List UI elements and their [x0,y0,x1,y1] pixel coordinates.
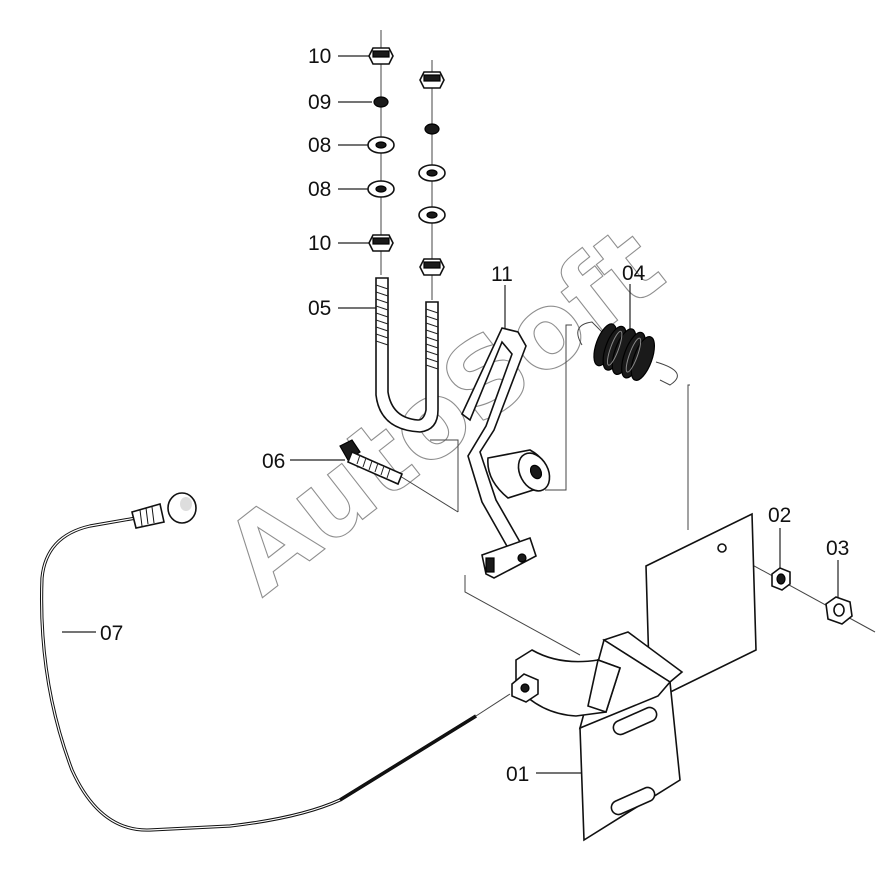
cable-knob-stem [131,502,165,529]
lock-washer-09-left [373,96,389,108]
left-hardware-stack [367,47,395,252]
lock-washer-09-right [424,123,440,135]
mounting-bracket-01 [511,512,757,842]
lever-arm-11 [461,327,551,579]
callout-10-bottom: 10 [308,232,331,255]
callout-01: 01 [506,763,529,786]
callout-labels: 10 09 08 08 10 05 11 04 06 07 02 03 01 [100,45,849,786]
return-spring-04 [577,321,678,386]
callout-02: 02 [768,504,791,527]
callout-09: 09 [308,91,331,114]
bracket-slot-upper [612,706,658,736]
callout-04: 04 [622,262,646,285]
hex-nut-03 [825,596,853,625]
callout-03: 03 [826,537,849,560]
bracket-slot-lower [610,786,656,816]
throttle-cable-07 [40,492,477,832]
u-bolt-05 [375,277,439,433]
callout-05: 05 [308,297,331,320]
lever-clamp-block [481,536,537,579]
callout-07: 07 [100,622,123,645]
callout-08-upper: 08 [308,134,331,157]
callout-10-top: 10 [308,45,331,68]
bolt-06 [339,439,404,486]
lock-nut-02 [771,567,791,591]
callout-08-lower: 08 [308,178,331,201]
right-hardware-stack [418,71,446,276]
bracket-hole [717,543,727,553]
callout-11: 11 [491,263,513,286]
callout-06: 06 [262,450,285,473]
